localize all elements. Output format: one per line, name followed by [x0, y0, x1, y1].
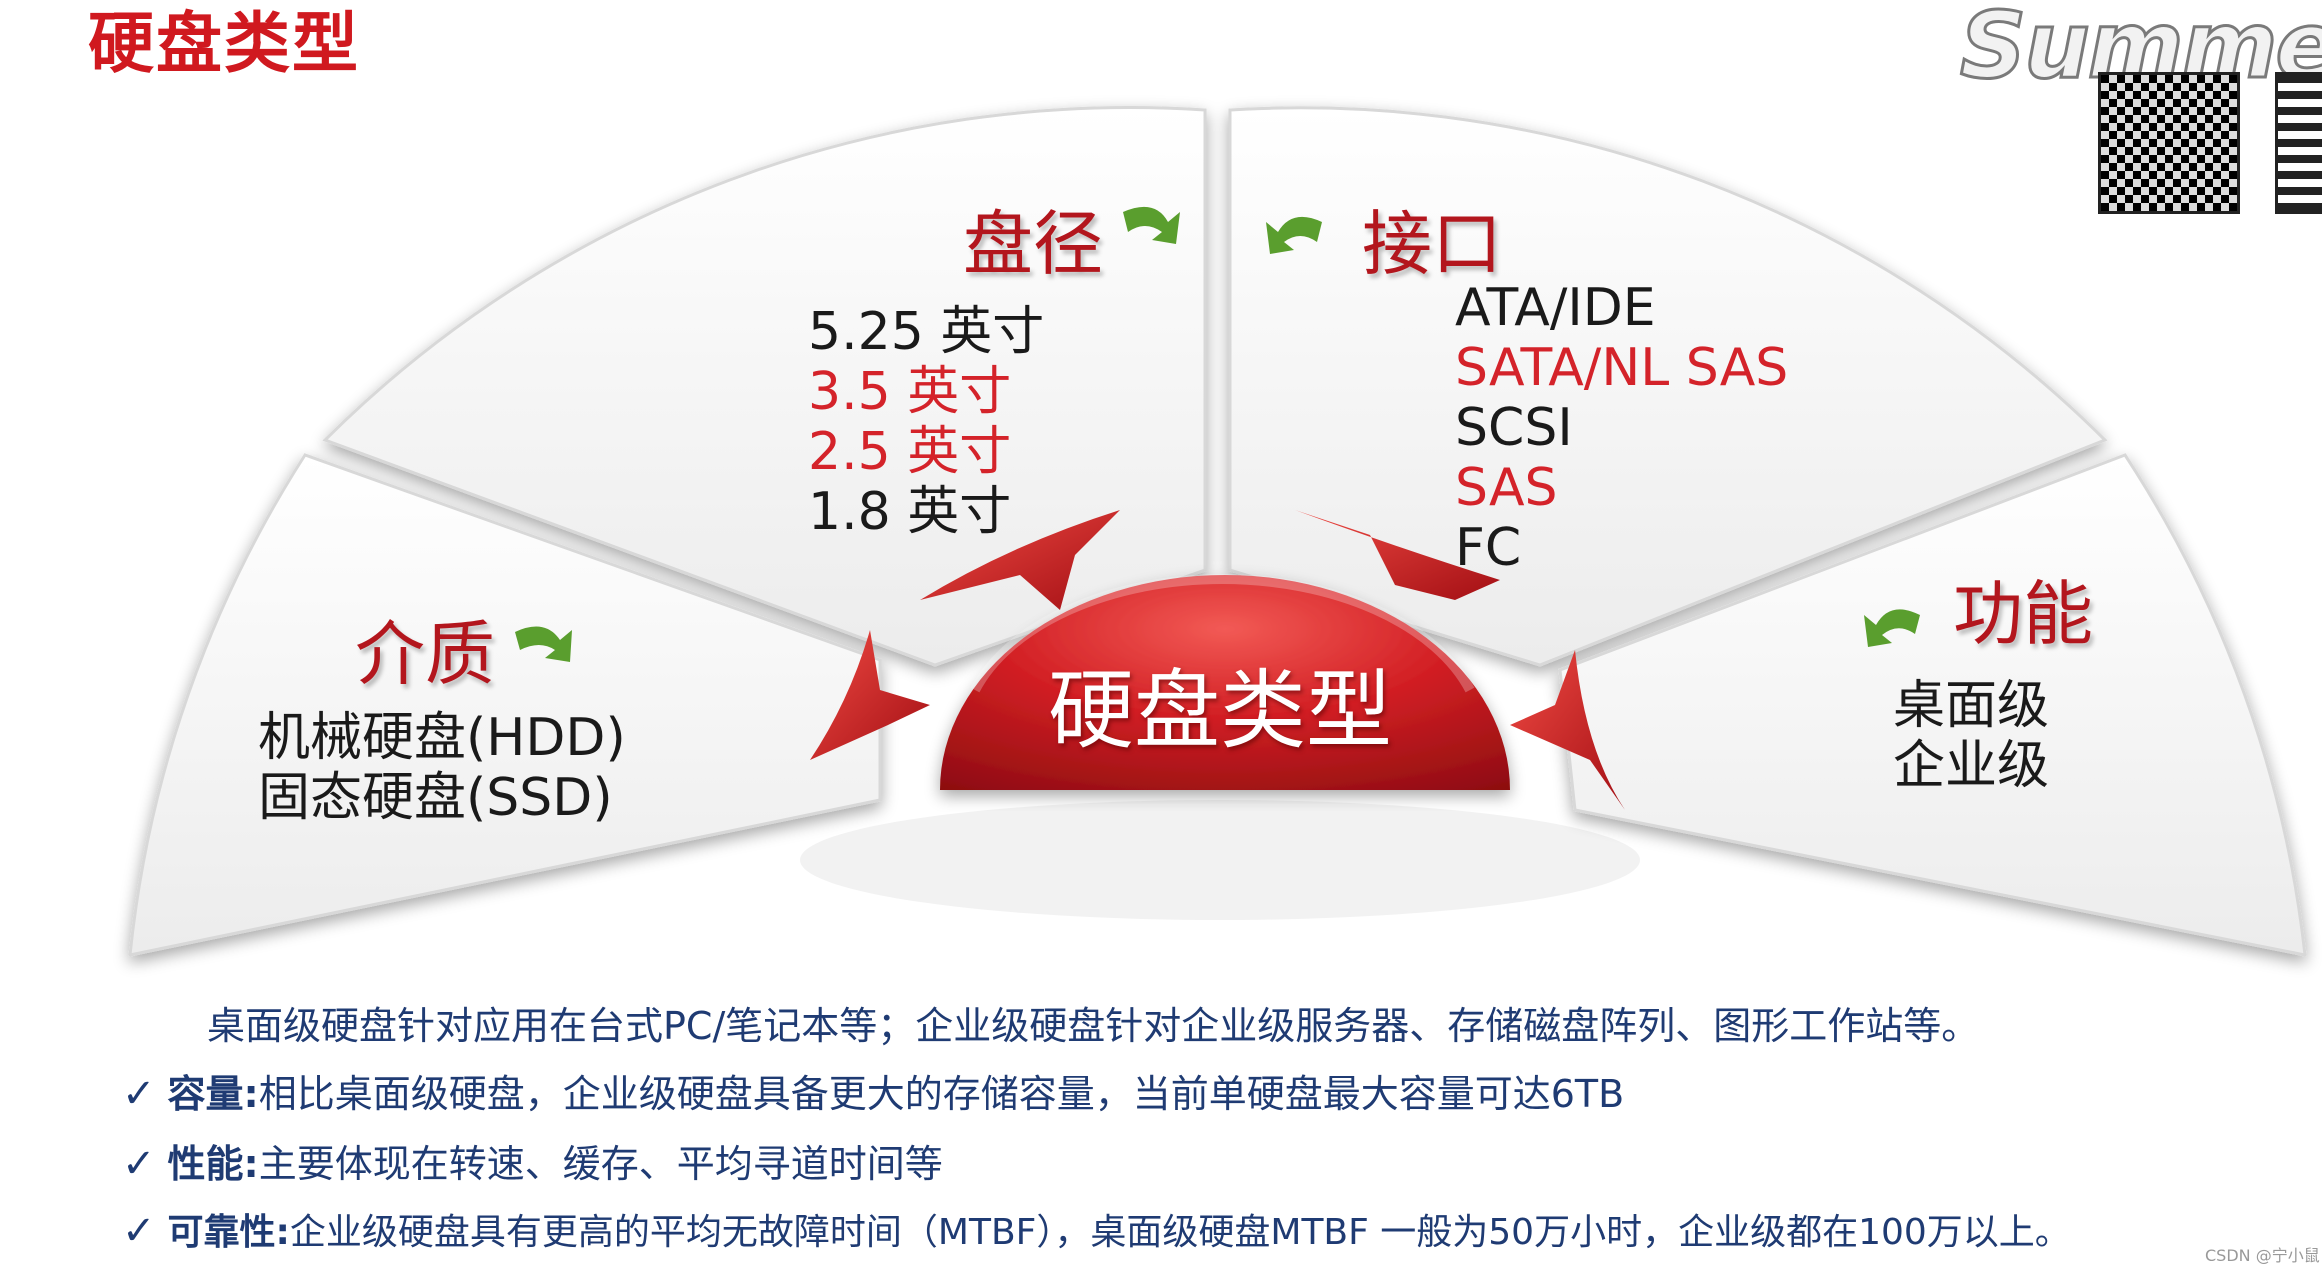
- interface-items: ATA/IDE SATA/NL SAS SCSI SAS FC: [1455, 278, 1788, 578]
- reliability-text: 企业级硬盘具有更高的平均无故障时间（MTBF），桌面级硬盘MTBF 一般为50万…: [289, 1212, 2071, 1253]
- interface-item: ATA/IDE: [1455, 278, 1656, 338]
- diameter-item: 3.5 英寸: [808, 362, 1012, 422]
- diameter-item: 1.8 英寸: [808, 482, 1012, 542]
- panel-interface: [1228, 106, 2108, 667]
- performance-note: ✓性能:主要体现在转速、缓存、平均寻道时间等: [122, 1133, 943, 1188]
- qr-code-icon: [2275, 72, 2322, 214]
- panel-function: [1558, 453, 2307, 957]
- reliability-label: 可靠性:: [167, 1212, 290, 1253]
- arrow-diameter: [920, 510, 1120, 610]
- arrow-function: [1510, 650, 1625, 810]
- center-label: 硬盘类型: [1048, 661, 1392, 761]
- arrow-interface: [1295, 510, 1500, 600]
- reliability-note: ✓ 可靠性:企业级硬盘具有更高的平均无故障时间（MTBF），桌面级硬盘MTBF 一…: [122, 1203, 2071, 1255]
- center-dome: [940, 575, 1510, 790]
- interface-item: SCSI: [1455, 398, 1573, 458]
- arrow-media: [810, 630, 930, 760]
- function-items: 桌面级 企业级: [1893, 676, 2049, 796]
- performance-text: 主要体现在转速、缓存、平均寻道时间等: [258, 1142, 943, 1186]
- interface-item: SAS: [1455, 458, 1558, 518]
- check-icon: ✓: [122, 1141, 156, 1187]
- panel-diameter: [322, 106, 1207, 667]
- diameter-item: 5.25 英寸: [808, 302, 1045, 362]
- diameter-item: 2.5 英寸: [808, 422, 1012, 482]
- media-items: 机械硬盘(HDD) 固态硬盘(SSD): [258, 708, 626, 828]
- qr-code-icon: [2098, 72, 2240, 214]
- media-item: 机械硬盘(HDD): [258, 708, 626, 768]
- category-media-label: 介质: [355, 613, 495, 695]
- performance-label: 性能:: [167, 1142, 259, 1186]
- capacity-label: 容量:: [167, 1072, 259, 1116]
- diameter-items: 5.25 英寸 3.5 英寸 2.5 英寸 1.8 英寸: [808, 302, 1044, 542]
- intro-note: 桌面级硬盘针对应用在台式PC/笔记本等；企业级硬盘针对企业级服务器、存储磁盘阵列…: [207, 1004, 1980, 1048]
- category-interface-label: 接口: [1362, 203, 1502, 285]
- check-icon: ✓: [122, 1071, 156, 1117]
- interface-item: FC: [1455, 518, 1522, 578]
- function-item: 桌面级: [1893, 676, 2050, 736]
- page-title: 硬盘类型: [88, 5, 360, 82]
- media-item: 固态硬盘(SSD): [258, 768, 613, 828]
- category-diameter-label: 盘径: [963, 203, 1103, 285]
- panel-media: [128, 453, 882, 957]
- category-function-label: 功能: [1953, 573, 2093, 655]
- credit: CSDN @宁小鼠: [2205, 1246, 2320, 1265]
- check-icon: ✓: [122, 1208, 156, 1254]
- capacity-text: 相比桌面级硬盘，企业级硬盘具备更大的存储容量，当前单硬盘最大容量可达6TB: [258, 1072, 1625, 1116]
- capacity-note: ✓容量:相比桌面级硬盘，企业级硬盘具备更大的存储容量，当前单硬盘最大容量可达6T…: [122, 1063, 1624, 1118]
- function-item: 企业级: [1893, 736, 2050, 796]
- interface-item: SATA/NL SAS: [1455, 338, 1789, 398]
- green-arrow-icon: [515, 206, 1920, 662]
